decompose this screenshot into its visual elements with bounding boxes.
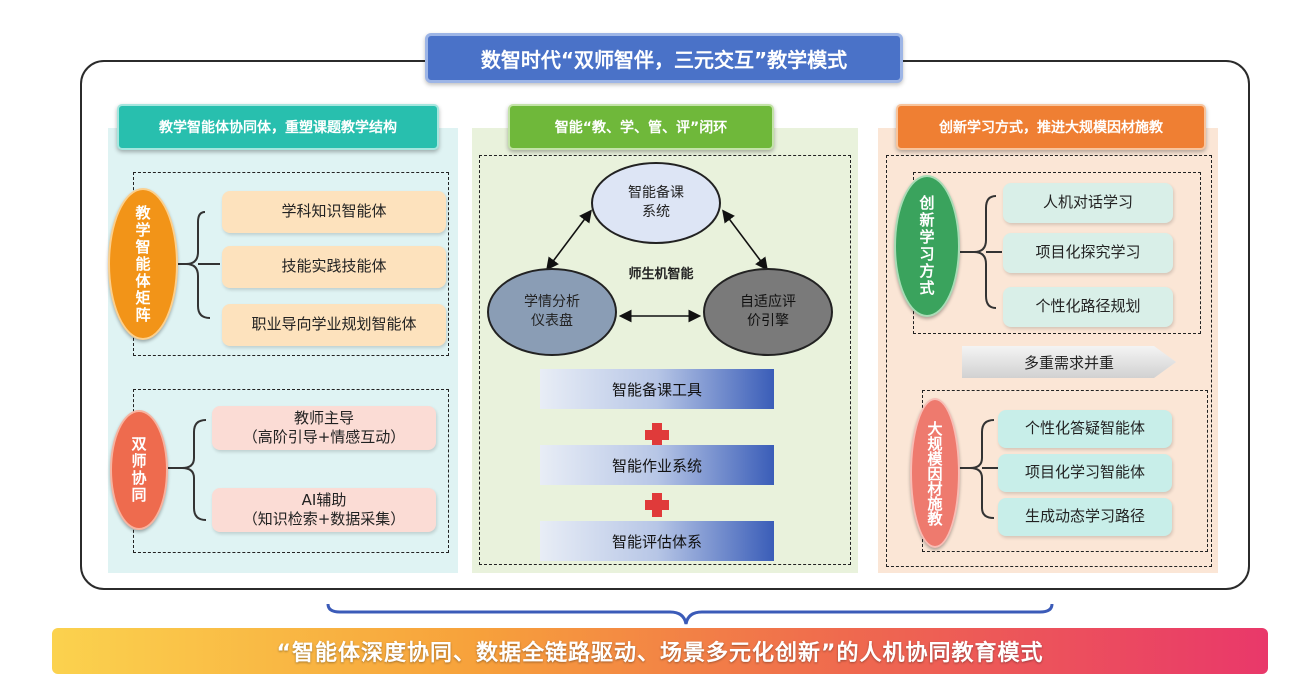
learn-item-dialogue: 人机对话学习 — [1003, 183, 1173, 223]
scale-item-dynamic-path: 生成动态学习路径 — [998, 498, 1172, 536]
bottom-summary-banner: “智能体深度协同、数据全链路驱动、场景多元化创新”的人机协同教育模式 — [52, 628, 1268, 674]
right-outer-dashed-box — [886, 155, 1212, 567]
tool-smart-assessment: 智能评估体系 — [540, 521, 774, 561]
middle-panel-header: 智能“教、学、管、评”闭环 — [508, 104, 774, 150]
ai-assist-detail: （知识检索+数据采集） — [242, 510, 406, 528]
matrix-item-career-planning: 职业导向学业规划智能体 — [222, 304, 446, 346]
teacher-led-detail: （高阶引导+情感互动） — [242, 428, 406, 446]
dual-teacher-label-oval: 双师协同 — [110, 410, 168, 530]
node-eval-line1: 自适应评 — [740, 294, 796, 311]
scale-item-qa-agent: 个性化答疑智能体 — [998, 410, 1172, 448]
left-panel-header: 教学智能体协同体，重塑课题教学结构 — [117, 104, 439, 150]
node-analysis-line2: 仪表盘 — [531, 313, 573, 329]
tool-smart-homework: 智能作业系统 — [540, 445, 774, 485]
node-eval-line2: 价引擎 — [747, 313, 789, 329]
needs-arrow-label: 多重需求并重 — [1023, 353, 1114, 372]
node-prep-line1: 智能备课 — [628, 185, 684, 202]
middle-dashed-box — [479, 155, 851, 565]
learn-item-personal-path: 个性化路径规划 — [1003, 287, 1173, 327]
matrix-label-oval: 教学智能体矩阵 — [108, 188, 178, 340]
scale-item-project-agent: 项目化学习智能体 — [998, 454, 1172, 492]
teacher-led-title: 教师主导 — [293, 408, 354, 427]
scale-teaching-label-oval: 大规模因材施教 — [910, 398, 960, 548]
matrix-item-skill-practice: 技能实践技能体 — [222, 246, 446, 288]
learn-item-project: 项目化探究学习 — [1003, 233, 1173, 273]
main-title: 数智时代“双师智伴，三元交互”教学模式 — [425, 33, 903, 83]
node-learning-analytics: 学情分析 仪表盘 — [487, 268, 617, 356]
node-prep-line2: 系统 — [642, 204, 670, 220]
node-adaptive-evaluation: 自适应评 价引擎 — [703, 268, 833, 356]
center-label: 师生机智能 — [628, 267, 694, 282]
learning-mode-label-oval: 创新学习方式 — [894, 175, 960, 317]
dual-item-ai-assist: AI辅助 （知识检索+数据采集） — [212, 488, 436, 532]
node-analysis-line1: 学情分析 — [524, 294, 580, 311]
matrix-item-subject-knowledge: 学科知识智能体 — [222, 191, 446, 233]
tool-smart-lesson: 智能备课工具 — [540, 369, 774, 409]
dual-item-teacher-led: 教师主导 （高阶引导+情感互动） — [212, 406, 436, 450]
node-smart-lesson-prep: 智能备课 系统 — [591, 162, 721, 244]
ai-assist-title: AI辅助 — [301, 490, 347, 509]
right-panel-header: 创新学习方式，推进大规模因材施教 — [896, 104, 1206, 150]
